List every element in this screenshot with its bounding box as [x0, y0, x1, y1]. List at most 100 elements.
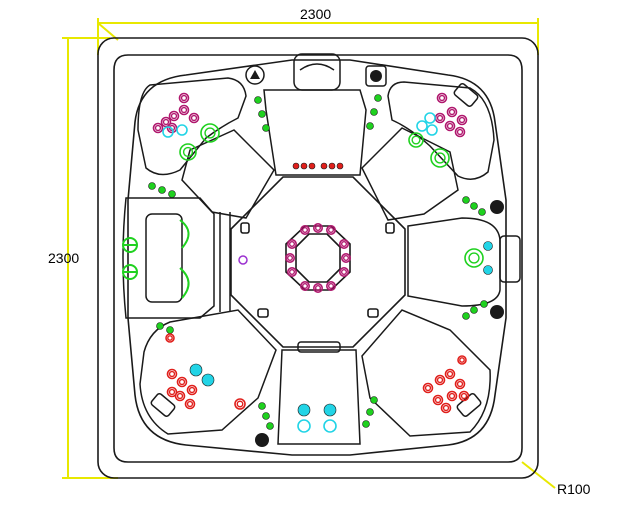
air-control-icon [238, 255, 248, 265]
jet-red [328, 162, 336, 170]
jet-footwell-inner [314, 224, 322, 232]
jet-red-inner [434, 396, 442, 404]
jet-small-green [168, 190, 176, 198]
jet-red-inner [178, 378, 186, 386]
jet-footwell-inner [314, 284, 322, 292]
drain-icon [490, 200, 504, 214]
jet-footwell-inner [288, 240, 296, 248]
jet-cyan [189, 363, 203, 377]
jet-red [165, 333, 175, 343]
jet-footwell [338, 239, 349, 250]
control-box-icon [365, 65, 387, 87]
jet-magenta [168, 110, 180, 122]
jet-small-green [258, 402, 266, 410]
jet-magenta [444, 120, 456, 132]
jet-red [454, 378, 466, 390]
jet-magenta [166, 122, 178, 134]
jet-footwell [286, 266, 297, 277]
jet-red [434, 374, 446, 386]
height-label: 2300 [48, 250, 79, 266]
jet-magenta [454, 126, 466, 138]
jet-red-inner [460, 392, 468, 400]
jet-magenta [446, 106, 458, 118]
jet-footwell-inner [286, 254, 294, 262]
jet-magenta-inner [438, 94, 446, 102]
top-pillow-inner [299, 63, 335, 71]
jet-red-inner [456, 380, 464, 388]
jet-small-green [462, 312, 470, 320]
jet-red [292, 162, 300, 170]
jet-small-green [480, 300, 488, 308]
seat-top-left-back [181, 129, 275, 219]
seat-bottom-center [277, 349, 361, 445]
width-arrow-left [97, 22, 119, 41]
jet-cyan [483, 241, 493, 251]
jet-red-inner [167, 335, 173, 341]
right-pillow [499, 235, 521, 283]
jet-cyan [323, 403, 337, 417]
jet-large-green-inner [182, 146, 194, 158]
control-box-dial-icon [370, 70, 382, 82]
jet-footwell-inner [340, 268, 348, 276]
seat-top-center [263, 89, 367, 176]
jet-small-green [148, 182, 156, 190]
jet-red [174, 390, 186, 402]
jet-red-inner [436, 376, 444, 384]
jet-footwell [340, 253, 351, 264]
jet-red [444, 368, 456, 380]
jet-red [186, 384, 198, 396]
jet-small-green [156, 322, 164, 330]
jet-red [432, 394, 444, 406]
jet-magenta [178, 92, 190, 104]
jet-small-green [262, 412, 270, 420]
jet-footwell [312, 282, 323, 293]
jet-cyan [416, 120, 428, 132]
jet-red-inner [168, 370, 176, 378]
jet-small-green [266, 422, 274, 430]
footwell-step-bottom-left [257, 308, 269, 318]
jet-red [320, 162, 328, 170]
jet-magenta [436, 92, 448, 104]
jet-red-inner [424, 384, 432, 392]
jet-cyan [426, 124, 438, 136]
jet-magenta-inner [190, 114, 198, 122]
jet-footwell-inner [342, 254, 350, 262]
jet-red [422, 382, 434, 394]
jets [148, 92, 493, 433]
jet-red [308, 162, 316, 170]
jet-small-green [366, 408, 374, 416]
jet-footwell [312, 223, 323, 234]
jet-magenta-inner [448, 108, 456, 116]
jet-magenta-inner [180, 94, 188, 102]
jet-red-inner [442, 404, 450, 412]
jet-magenta-inner [446, 122, 454, 130]
pillow-corner-icon [150, 393, 176, 417]
outer-rim [97, 37, 539, 479]
jet-red [166, 368, 178, 380]
jet-red [457, 355, 467, 365]
jet-magenta-inner [456, 128, 464, 136]
top-pillow [293, 53, 341, 91]
jet-red [300, 162, 308, 170]
jet-red-inner [176, 392, 184, 400]
jet-large-green [430, 148, 450, 168]
jet-footwell [299, 225, 310, 236]
footwell-step-left [240, 222, 250, 234]
radius-leader [521, 461, 556, 489]
jet-small-green [470, 306, 478, 314]
jet-footwell [284, 253, 295, 264]
spa-shell [97, 37, 539, 479]
controls [150, 65, 504, 447]
jet-footwell-inner [327, 226, 335, 234]
pillow-corner-icon [453, 83, 479, 107]
footwell-step-bottom-right [367, 308, 379, 318]
jet-magenta-inner [154, 124, 162, 132]
jet-large-green [408, 132, 424, 148]
jet-small-green [362, 420, 370, 428]
jet-small-green [478, 208, 486, 216]
jet-footwell-inner [288, 268, 296, 276]
jet-footwell-inner [340, 240, 348, 248]
jet-large-green [179, 143, 197, 161]
jet-magenta [456, 114, 468, 126]
